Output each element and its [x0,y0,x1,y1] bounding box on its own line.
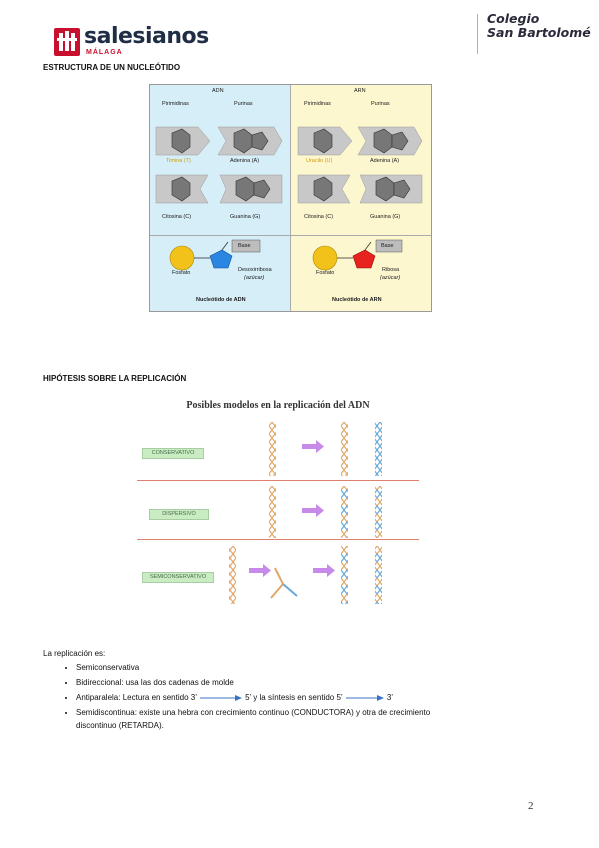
replication-intro: La replicación es: [43,649,106,658]
replication-figure: Posibles modelos en la replicación del A… [137,398,419,610]
dna-helices-icon [229,422,382,604]
adn-pyrimidines: Pirimidinas [162,101,189,107]
right-arrow-icon-2 [345,694,384,701]
divider-1 [137,480,419,481]
adn-base-adenina: Adenina (A) [230,158,260,164]
header: salesianos MÁLAGA Colegio San Bartolomé [0,0,599,60]
arn-base-guanina: Guanina (G) [370,214,401,220]
arn-pyrimidines: Pirimidinas [304,101,331,107]
divider-2 [137,539,419,540]
list-item-semiconservativa: Semiconservativa [76,663,596,672]
list-item-antiparalela: Antiparalela: Lectura en sentido 3’ 5’ y… [76,693,596,702]
adn-base-box: Base [238,243,251,249]
arn-header: ARN [354,88,366,94]
model-label-dispersivo: DISPERSIVO [149,509,209,520]
ribose-sub: (azúcar) [380,275,401,281]
logo-text: salesianos [84,24,209,49]
antiparalela-part3: 3’ [386,693,394,702]
arn-base-citosina: Citosina (C) [304,214,334,220]
college-name: Colegio San Bartolomé [487,12,591,40]
antiparalela-part1: Antiparalela: Lectura en sentido 3’ [76,693,197,702]
right-arrow-icon [199,694,242,701]
arn-base-uracilo: Uracilo (U) [306,158,333,164]
model-label-semiconservativo: SEMICONSERVATIVO [142,572,214,583]
arn-base-adenina: Adenina (A) [370,158,400,164]
adn-nucleotide-label: Nucleótido de ADN [196,297,246,303]
antiparalela-part2: 5’ y la síntesis en sentido 5’ [245,693,343,702]
adn-base-citosina: Citosina (C) [162,214,192,220]
arn-nucleotide-label: Nucleótido de ARN [332,297,382,303]
base-molecules-icon [155,126,423,204]
section1-title: ESTRUCTURA DE UN NUCLEÓTIDO [43,63,181,72]
nucleotide-figure: ADN ARN Pirimidinas Purinas Pirimidinas … [149,84,432,312]
adn-base-guanina: Guanina (G) [230,214,261,220]
college-line1: Colegio [487,11,540,26]
model-label-conservativo: CONSERVATIVO [142,448,204,459]
semidiscontinua-line2: discontinuo (RETARDA). [76,721,164,730]
adn-header: ADN [212,88,224,94]
header-divider [477,14,478,54]
list-item-semidiscontinua: Semidiscontinua: existe una hebra con cr… [76,708,596,730]
nucleotide-molecules-icon [169,239,403,271]
replication-figure-title: Posibles modelos en la replicación del A… [186,400,370,411]
replication-properties-list: Semiconservativa Bidireccional: usa las … [58,663,596,736]
page-number: 2 [528,800,534,812]
figure-mid-divider [290,85,291,311]
deoxyribose-sub: (azúcar) [244,275,265,281]
ribose-label: Ribosa [382,267,400,273]
arn-purines: Purinas [371,101,390,107]
list-item-bidireccional: Bidireccional: usa las dos cadenas de mo… [76,678,596,687]
college-line2: San Bartolomé [487,25,591,40]
salesianos-logo-icon [54,28,80,56]
arn-base-box: Base [381,243,394,249]
section2-title: HIPÓTESIS SOBRE LA REPLICACIÓN [43,374,187,383]
adn-phosphate-label: Fosfato [172,270,191,276]
adn-purines: Purinas [234,101,253,107]
arn-phosphate-label: Fosfato [316,270,335,276]
adn-base-timina: Timina (T) [166,158,191,164]
deoxyribose-label: Desoxirribosa [238,267,272,273]
logo-city: MÁLAGA [86,49,123,56]
semidiscontinua-line1: Semidiscontinua: existe una hebra con cr… [76,708,431,717]
